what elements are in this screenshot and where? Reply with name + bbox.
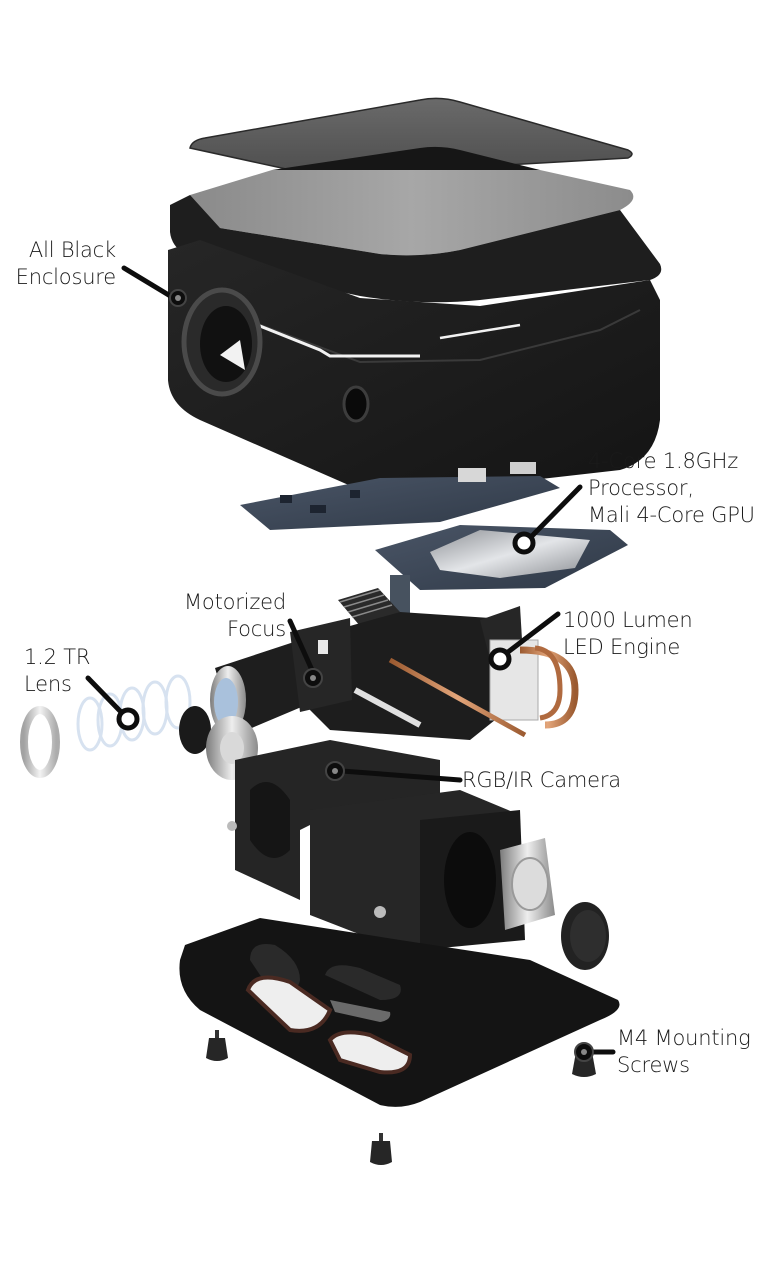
main-pcb	[240, 462, 560, 530]
leader-focus	[287, 618, 315, 673]
processor-board	[375, 525, 628, 615]
callout-screws: M4 Mounting Screws	[617, 1025, 751, 1079]
callout-lens: 1.2 TR Lens	[24, 644, 90, 698]
callout-camera: RGB/IR Camera	[462, 767, 621, 794]
leader-engine	[505, 611, 561, 655]
foot-bottom	[370, 1133, 392, 1165]
callout-line: Enclosure	[15, 265, 117, 289]
callout-line: 1.2 TR	[24, 645, 91, 669]
marker-lens-icon	[116, 707, 140, 731]
callout-line: Screws	[617, 1053, 690, 1077]
leader-camera	[339, 768, 463, 783]
callout-engine: 1000 Lumen LED Engine	[563, 607, 693, 661]
marker-processor-icon	[512, 531, 536, 555]
callout-line: M4 Mounting	[617, 1026, 751, 1050]
callout-line: Processor,	[588, 476, 694, 500]
leader-lens	[85, 675, 125, 716]
callout-line: Motorized	[184, 590, 286, 614]
callout-focus: Motorized Focus	[160, 589, 286, 643]
leader-processor	[527, 484, 583, 541]
callout-enclosure: All Black Enclosure	[6, 237, 117, 291]
bottom-plate	[179, 918, 620, 1107]
callout-line: LED Engine	[563, 635, 681, 659]
speaker-chassis	[227, 740, 525, 950]
main-enclosure	[168, 240, 660, 496]
callout-line: All Black	[28, 238, 116, 262]
lens-barrel	[210, 618, 352, 735]
callout-line: 1000 Lumen	[563, 608, 693, 632]
marker-engine-icon	[488, 647, 512, 671]
callout-line: Mali 4-Core GPU	[588, 503, 755, 527]
callout-line: RGB/IR Camera	[462, 768, 621, 792]
callout-line: Lens	[24, 672, 72, 696]
callout-line: Focus	[227, 617, 286, 641]
enclosure-sensor-hole	[342, 385, 370, 423]
callout-processor: 4-Core 1.8GHz Processor, Mali 4-Core GPU	[588, 448, 755, 529]
callout-leaders	[85, 265, 616, 1062]
optical-engine	[300, 606, 579, 740]
speaker-driver	[500, 838, 609, 970]
leader-enclosure	[121, 265, 175, 300]
foot-left	[206, 1030, 228, 1061]
callout-line: 4-Core 1.8GHz	[588, 449, 739, 473]
